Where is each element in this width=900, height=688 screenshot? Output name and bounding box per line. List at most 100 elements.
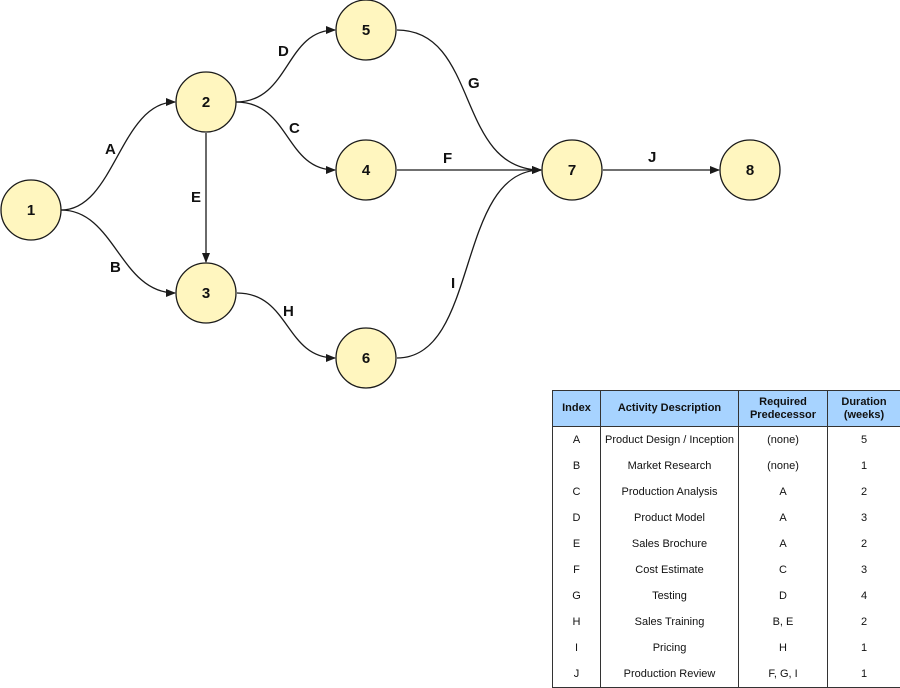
edge-a-line [60,98,176,211]
cell-predecessor: D [738,583,828,609]
cell-index: J [552,661,601,688]
edge-h-label: H [283,303,294,320]
edge-c: C [235,101,336,174]
cell-predecessor: H [738,635,828,661]
node-2-label: 2 [202,94,210,111]
table-row: A Product Design / Inception (none) 5 [552,426,900,453]
cell-index: H [552,609,601,635]
cell-duration: 5 [827,426,900,453]
edge-i-label: I [451,275,455,292]
node-3: 3 [175,262,237,324]
header-duration-line1: Duration [841,395,887,408]
edge-c-label: C [289,120,300,137]
edge-i-line [396,166,542,359]
edge-h: H [236,292,336,362]
cell-predecessor: B, E [738,609,828,635]
cell-predecessor: (none) [738,453,828,479]
cell-predecessor: (none) [738,426,828,453]
edge-d-line [235,26,336,103]
edge-g-label: G [468,75,480,92]
cell-index: E [552,531,601,557]
cell-description: Testing [600,583,739,609]
node-6-label: 6 [362,350,370,367]
edge-h-line [236,292,336,362]
node-8-label: 8 [746,162,754,179]
header-description: Activity Description [600,390,739,427]
edge-g: G [396,29,542,174]
edge-f: F [397,150,542,174]
table-row: E Sales Brochure A 2 [552,531,900,557]
table-row: I Pricing H 1 [552,635,900,661]
cell-description: Sales Training [600,609,739,635]
cell-duration: 3 [827,505,900,531]
node-2: 2 [175,71,237,133]
header-duration-line2: (weeks) [843,408,885,421]
node-5-label: 5 [362,22,370,39]
cell-duration: 4 [827,583,900,609]
cell-predecessor: A [738,479,828,505]
table-row: B Market Research (none) 1 [552,453,900,479]
edge-d: D [235,26,336,103]
cell-description: Product Design / Inception [600,426,739,453]
cell-predecessor: A [738,531,828,557]
edge-e: E [191,133,210,263]
cell-duration: 2 [827,609,900,635]
edge-a-label: A [105,141,116,158]
cell-duration: 1 [827,661,900,688]
node-4-label: 4 [362,162,371,179]
node-5: 5 [335,0,397,61]
header-predecessor-line2: Predecessor [749,408,817,421]
cell-index: C [552,479,601,505]
cell-index: A [552,426,601,453]
cell-index: G [552,583,601,609]
cell-duration: 2 [827,479,900,505]
node-3-label: 3 [202,285,210,302]
table-row: C Production Analysis A 2 [552,479,900,505]
edge-j: J [603,149,720,174]
cell-description: Cost Estimate [600,557,739,583]
node-7-label: 7 [568,162,576,179]
cell-description: Pricing [600,635,739,661]
edge-f-label: F [443,150,452,167]
header-duration: Duration(weeks) [827,390,900,427]
edge-i: I [396,166,542,359]
cell-predecessor: A [738,505,828,531]
edge-b: B [60,209,176,297]
cell-index: I [552,635,601,661]
cell-description: Sales Brochure [600,531,739,557]
edge-j-label: J [648,149,656,166]
node-8: 8 [719,139,781,201]
header-index-text: Index [562,402,591,414]
edge-c-line [235,101,336,174]
cell-predecessor: C [738,557,828,583]
header-description-text: Activity Description [617,402,722,414]
table-row: G Testing D 4 [552,583,900,609]
header-index: Index [552,390,601,427]
table-row: F Cost Estimate C 3 [552,557,900,583]
cell-index: F [552,557,601,583]
table-row: D Product Model A 3 [552,505,900,531]
cell-predecessor: F, G, I [738,661,828,688]
table-row: H Sales Training B, E 2 [552,609,900,635]
edge-a: A [60,98,176,211]
cell-duration: 3 [827,557,900,583]
cell-description: Product Model [600,505,739,531]
cell-duration: 1 [827,453,900,479]
cell-description: Market Research [600,453,739,479]
header-predecessor-line1: Required [759,395,807,408]
node-1-label: 1 [27,202,35,219]
cell-description: Production Review [600,661,739,688]
node-4: 4 [335,139,397,201]
node-7: 7 [541,139,603,201]
cell-description: Production Analysis [600,479,739,505]
cell-duration: 2 [827,531,900,557]
cell-duration: 1 [827,635,900,661]
table-row: J Production Review F, G, I 1 [552,661,900,688]
edge-e-label: E [191,189,201,206]
cell-index: D [552,505,601,531]
node-1: 1 [0,179,62,241]
